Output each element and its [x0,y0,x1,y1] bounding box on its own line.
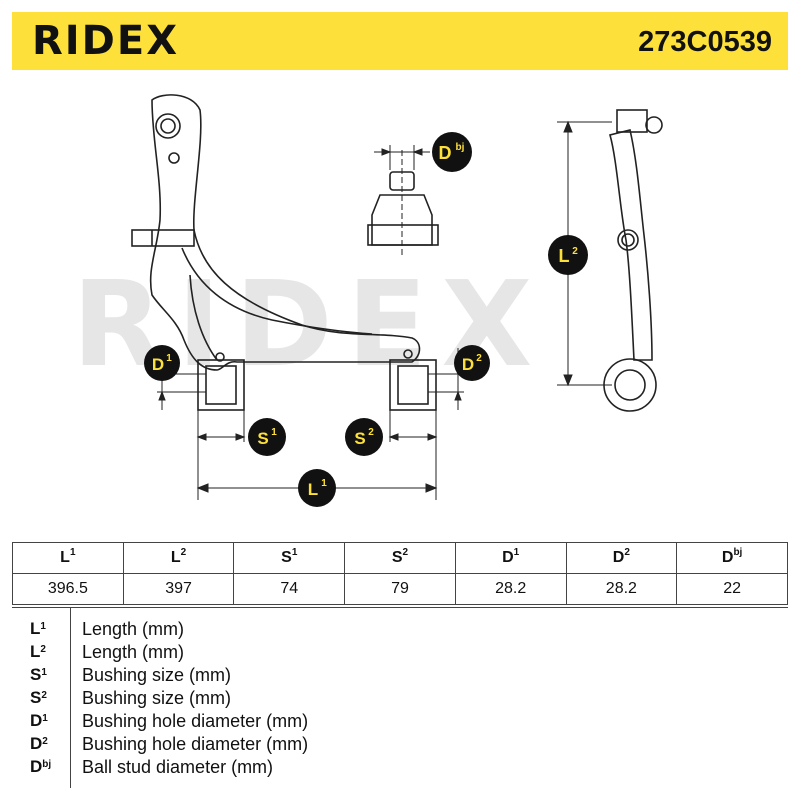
legend-description: Bushing size (mm) [82,665,232,685]
table-cell: 28.2 [565,573,678,605]
legend-item: L2 Length (mm) [12,641,788,663]
legend-symbol: L1 [30,619,46,638]
legend-symbol: D1 [30,711,48,730]
part-number: 273C0539 [638,26,772,58]
label-l1-main: L [308,480,318,499]
label-dbj: D bj [432,132,472,172]
label-s1-sup: 1 [271,427,277,438]
table-header: D2 [565,542,678,574]
table-header: S2 [344,542,456,574]
header-bar: RIDEX 273C0539 [12,12,788,70]
table-header: D1 [454,542,567,574]
legend-description: Bushing size (mm) [82,688,232,708]
legend: L1 Length (mm) L2 Length (mm) S1 Bushing… [12,607,788,788]
table-cell: 22 [676,573,788,605]
label-d1-main: D [152,355,164,374]
table-header: L2 [122,542,235,574]
label-d2-main: D [462,355,474,374]
legend-item: Dbj Ball stud diameter (mm) [12,756,788,778]
label-d1: D 1 [144,345,180,381]
legend-description: Bushing hole diameter (mm) [82,734,309,754]
legend-symbol: S1 [30,665,47,684]
table-header: S1 [233,542,346,574]
legend-symbol: L2 [30,642,46,661]
label-l2: L 2 [548,235,588,275]
legend-symbol: S2 [30,688,47,707]
label-s1: S 1 [248,418,286,456]
label-l1-sup: 1 [321,478,327,489]
table-header-row: L1 L2 S1 S2 D1 D2 Dbj [12,542,788,574]
control-arm-drawing [131,94,437,411]
label-dbj-main: D [439,143,452,163]
table-cell: 74 [233,573,346,605]
legend-item: D1 Bushing hole diameter (mm) [12,710,788,732]
brand-logo: RIDEX [32,18,180,64]
table-cell: 79 [344,573,456,605]
table-cell: 397 [122,573,235,605]
label-s2: S 2 [345,418,383,456]
dimension-lines [157,120,612,500]
legend-description: Length (mm) [82,642,185,662]
label-dbj-sup: bj [456,142,465,153]
label-d1-sup: 1 [166,353,172,364]
technical-drawing: RIDEX [72,94,663,507]
table-header: L1 [12,542,124,574]
dimensions-table: L1 L2 S1 S2 D1 D2 Dbj 396.5 397 74 79 28… [12,542,788,605]
side-view-drawing [603,109,663,412]
ball-joint-drawing [367,150,439,255]
label-s1-main: S [257,429,268,448]
table-cell: 28.2 [454,573,567,605]
legend-symbol: Dbj [30,757,52,776]
table-row: 396.5 397 74 79 28.2 28.2 22 [12,573,788,605]
label-l1: L 1 [298,469,336,507]
legend-item: S1 Bushing size (mm) [12,664,788,686]
legend-symbol: D2 [30,734,48,753]
legend-description: Bushing hole diameter (mm) [82,711,309,731]
legend-item: L1 Length (mm) [12,618,788,640]
legend-item: D2 Bushing hole diameter (mm) [12,733,788,755]
label-s2-main: S [354,429,365,448]
label-l2-sup: 2 [572,246,578,257]
label-l2-main: L [559,246,570,266]
label-d2: D 2 [454,345,490,381]
label-s2-sup: 2 [368,427,374,438]
legend-divider [70,608,71,788]
legend-item: S2 Bushing size (mm) [12,687,788,709]
legend-description: Length (mm) [82,619,185,639]
table-cell: 396.5 [12,573,124,605]
label-d2-sup: 2 [476,353,482,364]
legend-description: Ball stud diameter (mm) [82,757,274,777]
table-header: Dbj [676,542,788,574]
